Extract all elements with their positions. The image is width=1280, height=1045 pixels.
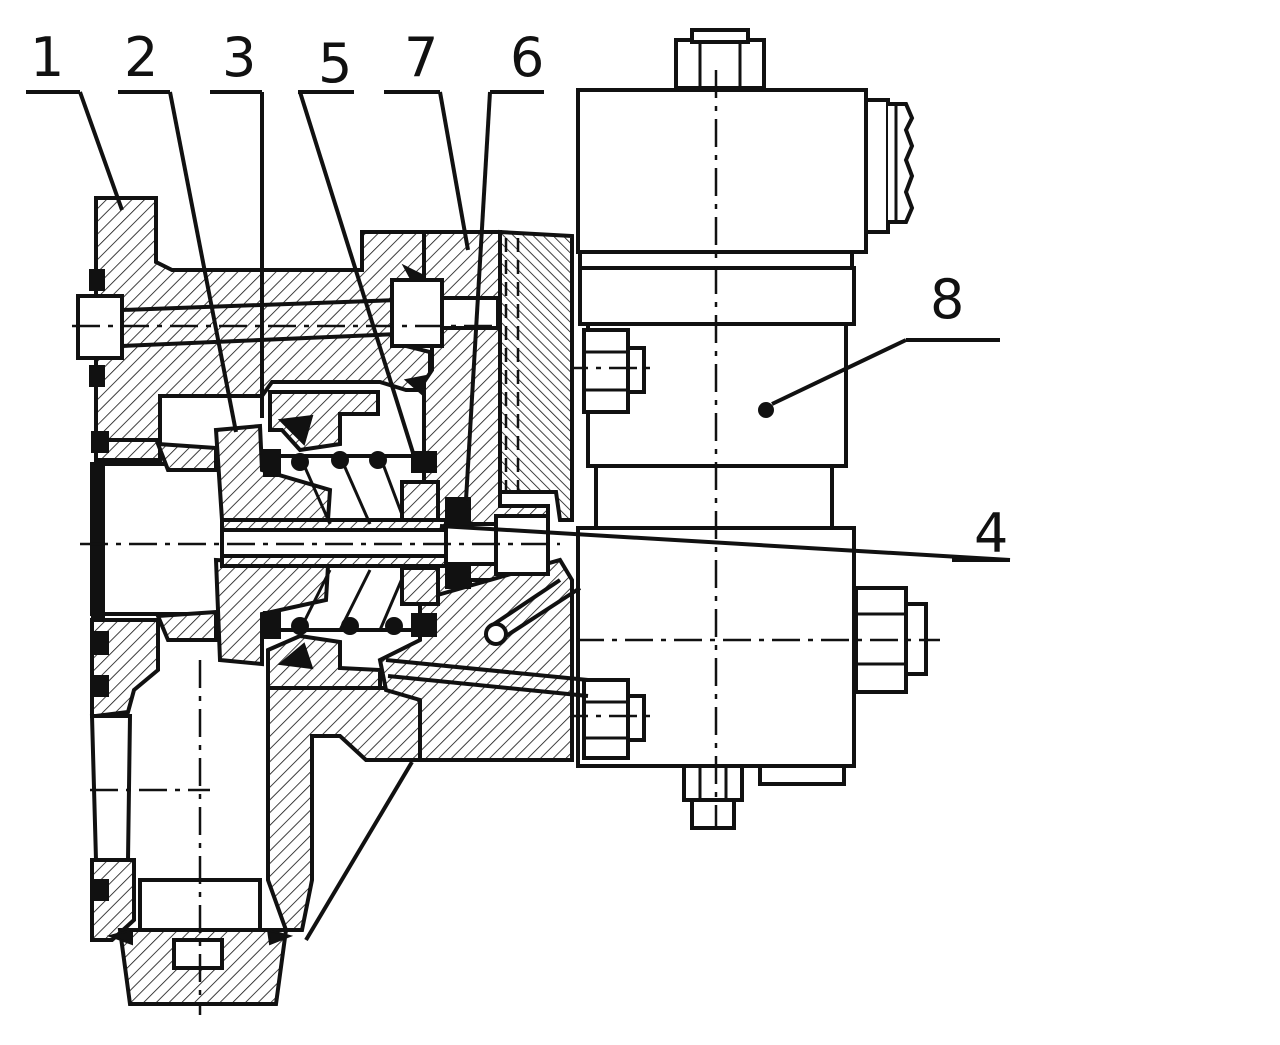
callout-4: 4 bbox=[974, 502, 1008, 565]
callout-3: 3 bbox=[222, 26, 256, 89]
callout-1: 1 bbox=[30, 26, 64, 89]
callout-7: 7 bbox=[404, 26, 438, 89]
callout-6: 6 bbox=[510, 26, 544, 89]
callout-8: 8 bbox=[930, 268, 964, 331]
shaft-assembly bbox=[76, 263, 550, 946]
solenoid-coil-assembly bbox=[560, 28, 940, 830]
leader-lines bbox=[26, 90, 1011, 942]
callout-5: 5 bbox=[318, 32, 352, 95]
callout-2: 2 bbox=[124, 26, 158, 89]
